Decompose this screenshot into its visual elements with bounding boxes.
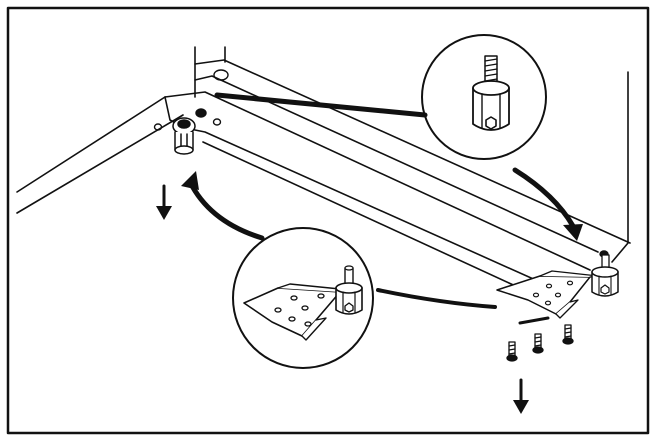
right-hinge-bracket <box>496 254 619 319</box>
arrow-down-bottom <box>513 378 529 414</box>
arrow-down-left <box>156 184 172 220</box>
curved-arrows <box>181 92 583 325</box>
hole <box>212 118 222 126</box>
screw <box>532 333 544 354</box>
hinge-bracket-detail <box>232 227 374 369</box>
hole <box>195 108 207 118</box>
screw <box>562 324 574 345</box>
appliance-outline <box>16 46 631 296</box>
screw <box>506 341 518 362</box>
screws <box>506 324 574 362</box>
plate-holes <box>153 69 609 258</box>
hinge-pin-detail <box>421 34 547 160</box>
figure-frame <box>6 6 650 435</box>
hole <box>213 69 229 81</box>
left-adjustable-foot <box>172 117 196 155</box>
hole <box>153 123 163 131</box>
